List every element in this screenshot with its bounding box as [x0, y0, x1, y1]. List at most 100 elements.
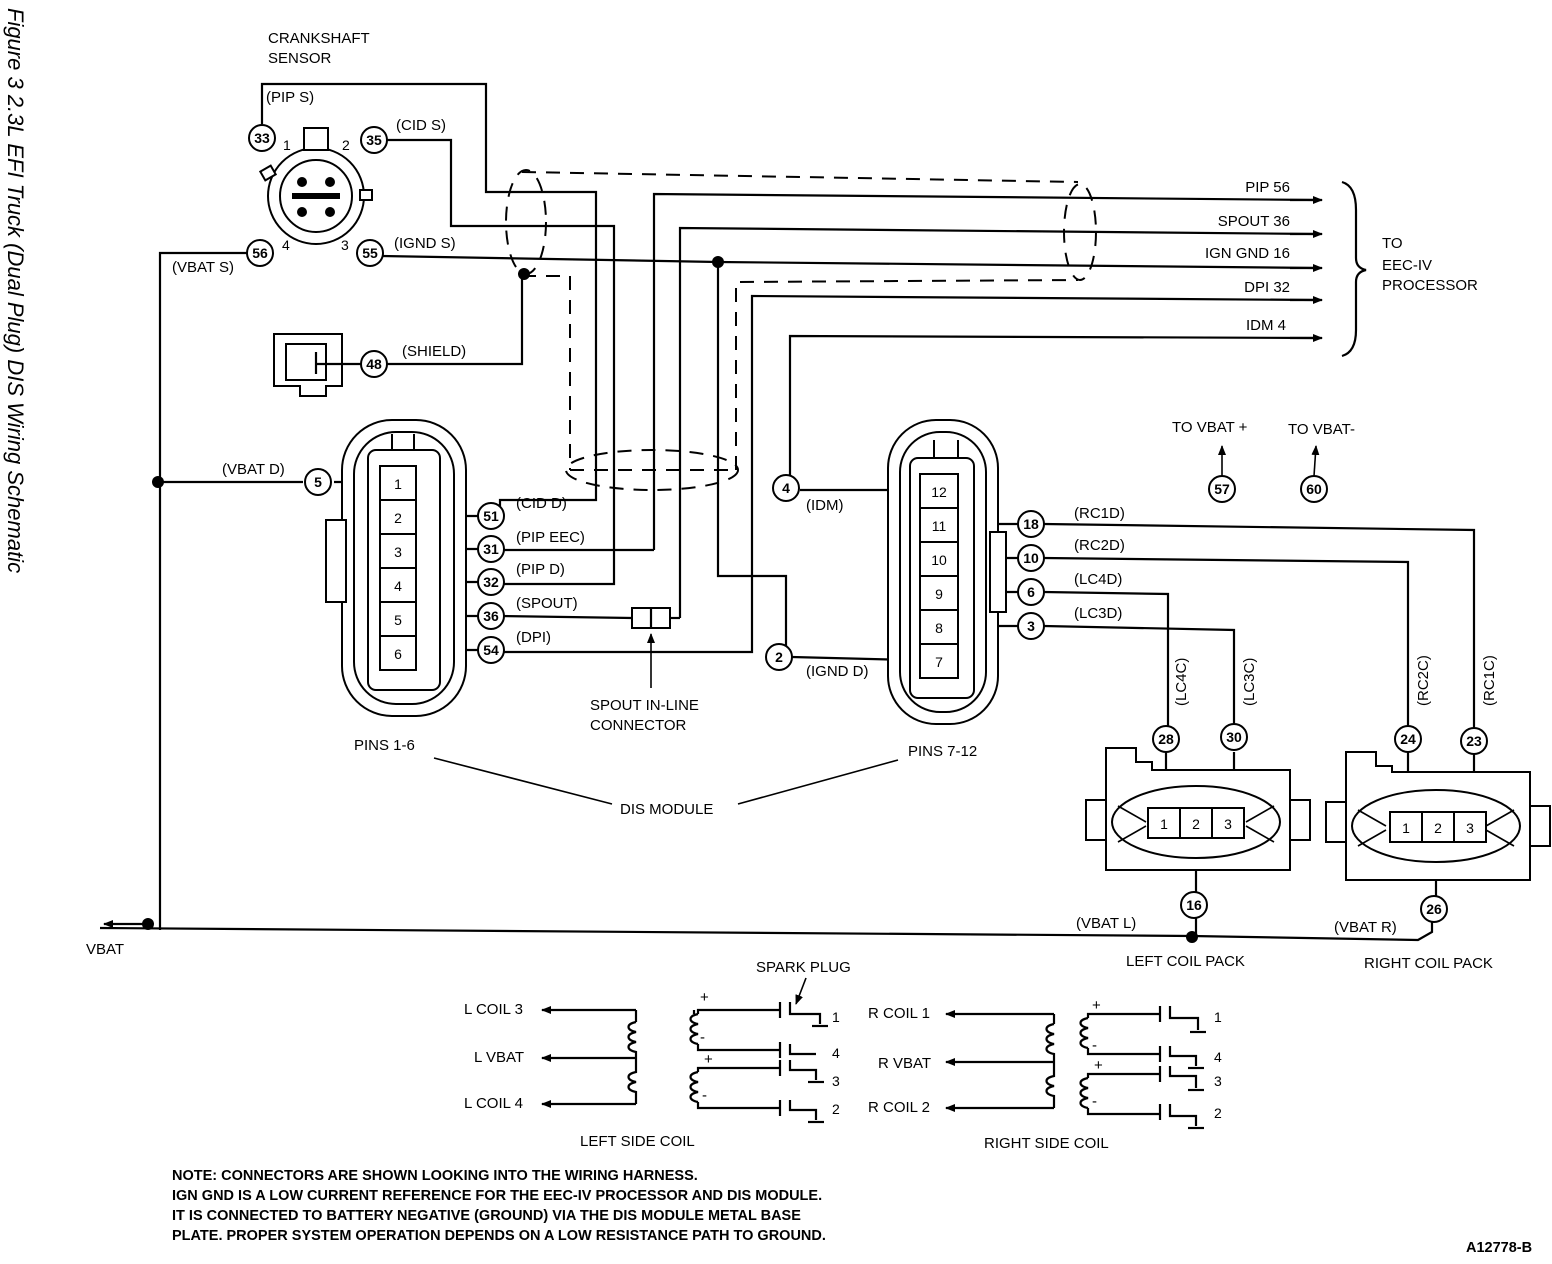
polarity-plus: +	[1092, 997, 1101, 1014]
node-label: 18	[1023, 516, 1039, 532]
label-vbat-r: (VBAT R)	[1334, 919, 1397, 936]
label-spout: (SPOUT)	[516, 595, 578, 612]
node-label: 26	[1426, 901, 1442, 917]
node-label: 30	[1226, 729, 1242, 745]
junction-dot	[152, 476, 164, 488]
dis-right-pin: 12	[931, 484, 947, 500]
node-label: 3	[1027, 618, 1035, 634]
l-coil-4-label: L COIL 4	[464, 1095, 523, 1112]
node-markers: 33 35 56 55 48 5 51 31 32 36 54 4 2 18 1…	[246, 124, 1488, 923]
eec-dpi: DPI 32	[1244, 279, 1290, 296]
sensor-pin-3: 3	[341, 237, 349, 253]
shield-dashed-lines	[505, 169, 1097, 491]
right-plug-number: 4	[1214, 1049, 1222, 1065]
right-coil-pack	[1325, 751, 1551, 881]
node-label: 48	[366, 356, 382, 372]
crankshaft-label-2: SENSOR	[268, 50, 332, 67]
junction-dot	[518, 268, 530, 280]
dis-left-pin: 1	[394, 476, 402, 492]
node-label: 2	[775, 649, 783, 665]
spark-plug-label: SPARK PLUG	[756, 959, 851, 976]
label-pip-eec: (PIP EEC)	[516, 529, 585, 546]
sensor-pin-2: 2	[342, 137, 350, 153]
left-plug-number: 3	[832, 1073, 840, 1089]
polarity-plus: +	[704, 1051, 713, 1068]
spout-inline-connector	[631, 607, 671, 688]
dis-right-pin: 8	[935, 620, 943, 636]
node-label: 32	[483, 574, 499, 590]
node-label: 57	[1214, 481, 1230, 497]
wires	[99, 82, 1476, 942]
label-rc2d: (RC2D)	[1074, 537, 1125, 554]
spout-connector-label-2: CONNECTOR	[590, 717, 687, 734]
label-pip-d: (PIP D)	[516, 561, 565, 578]
label-lc3d: (LC3D)	[1074, 605, 1122, 622]
l-coil-3-label: L COIL 3	[464, 1001, 523, 1018]
spark-plug-pointer	[795, 977, 807, 1005]
label-lc4c: (LC4C)	[1173, 658, 1190, 706]
left-coil-pack	[1085, 747, 1311, 871]
figure-code: A12778-B	[1466, 1240, 1532, 1256]
polarity-plus: +	[1094, 1057, 1103, 1074]
leader-line	[433, 757, 613, 805]
label-ignd-d: (IGND D)	[806, 663, 869, 680]
right-plug-number: 2	[1214, 1105, 1222, 1121]
label-dpi: (DPI)	[516, 629, 551, 646]
eec-idm: IDM 4	[1246, 317, 1286, 334]
polarity-plus: +	[700, 989, 709, 1006]
label-shield: (SHIELD)	[402, 343, 466, 360]
right-coil-pack-label: RIGHT COIL PACK	[1364, 955, 1493, 972]
eec-label-1: TO	[1382, 235, 1403, 252]
polarity-minus: -	[702, 1087, 707, 1104]
label-lc3c: (LC3C)	[1241, 658, 1258, 706]
label-vbat-s: (VBAT S)	[172, 259, 234, 276]
node-label: 51	[483, 508, 499, 524]
dis-left-pin: 6	[394, 646, 402, 662]
shield-connector	[273, 333, 362, 397]
node-label: 56	[252, 245, 268, 261]
l-vbat-label: L VBAT	[474, 1049, 524, 1066]
vbat-label: VBAT	[86, 941, 124, 958]
right-coil-pin: 2	[1434, 820, 1442, 836]
crankshaft-label-1: CRANKSHAFT	[268, 30, 370, 47]
left-side-coil-circuit	[541, 1002, 828, 1124]
label-pip-s: (PIP S)	[266, 89, 314, 106]
left-plug-number: 2	[832, 1101, 840, 1117]
node-label: 36	[483, 608, 499, 624]
eec-spout: SPOUT 36	[1218, 213, 1290, 230]
dis-module-left-connector	[325, 419, 467, 717]
node-label: 31	[483, 541, 499, 557]
pins-1-6-label: PINS 1-6	[354, 737, 415, 754]
node-label: 54	[483, 642, 499, 658]
note-line: PLATE. PROPER SYSTEM OPERATION DEPENDS O…	[172, 1228, 826, 1244]
leader-line	[737, 759, 899, 805]
spout-connector-label-1: SPOUT IN-LINE	[590, 697, 699, 714]
r-coil-2-label: R COIL 2	[868, 1099, 930, 1116]
label-ignd-s: (IGND S)	[394, 235, 456, 252]
junction-dot	[712, 256, 724, 268]
eec-ign-gnd: IGN GND 16	[1205, 245, 1290, 262]
node-label: 5	[314, 474, 322, 490]
label-rc1d: (RC1D)	[1074, 505, 1125, 522]
node-label: 35	[366, 132, 382, 148]
right-coil-pin: 3	[1466, 820, 1474, 836]
node-label: 4	[782, 480, 790, 496]
label-lc4d: (LC4D)	[1074, 571, 1122, 588]
left-coil-pin: 1	[1160, 816, 1168, 832]
polarity-minus: -	[700, 1029, 705, 1046]
label-idm: (IDM)	[806, 497, 844, 514]
label-rc1c: (RC1C)	[1481, 655, 1498, 706]
sensor-pin-1: 1	[283, 137, 291, 153]
node-label: 23	[1466, 733, 1482, 749]
dis-module-label: DIS MODULE	[620, 801, 713, 818]
dis-module-right-connector	[887, 419, 1007, 725]
left-plug-number: 4	[832, 1045, 840, 1061]
node-label: 24	[1400, 731, 1416, 747]
eec-label-2: EEC-IV	[1382, 257, 1432, 274]
label-vbat-l: (VBAT L)	[1076, 915, 1136, 932]
to-vbat-plus: TO VBAT +	[1172, 419, 1248, 436]
left-side-coil-title: LEFT SIDE COIL	[580, 1133, 695, 1150]
node-label: 55	[362, 245, 378, 261]
note-line: NOTE: CONNECTORS ARE SHOWN LOOKING INTO …	[172, 1168, 698, 1184]
